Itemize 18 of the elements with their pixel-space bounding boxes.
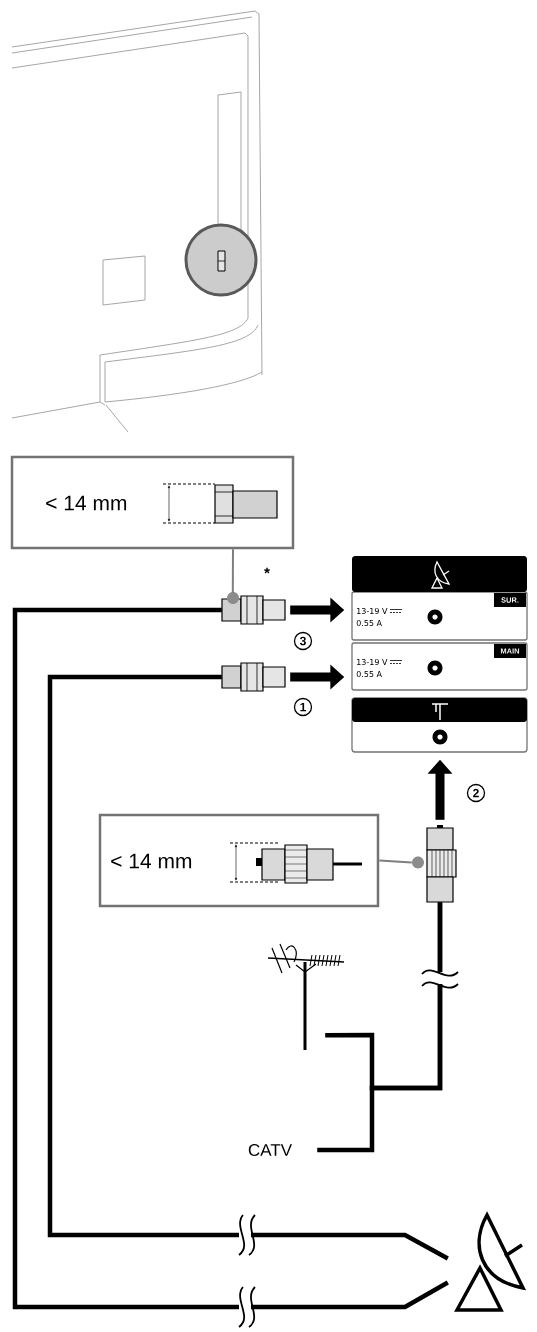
footnote-mark: * <box>264 567 270 574</box>
rating-text: 13-19 V <box>357 607 388 615</box>
cable <box>317 902 443 1153</box>
step-number: 2 <box>466 783 486 803</box>
aerial-antenna <box>267 943 345 1050</box>
cable <box>47 674 449 1261</box>
rating-text: 0.55 A <box>356 670 382 678</box>
inset-box: < 14 mm <box>10 455 295 550</box>
leader-line <box>231 548 234 594</box>
step-number: 1 <box>293 697 313 717</box>
cable <box>12 607 449 1310</box>
rating-text: 13-19 V <box>357 659 388 666</box>
connector-plug <box>412 825 457 903</box>
rating-text: 0.55 A <box>356 620 382 627</box>
step-number: 3 <box>293 631 313 651</box>
leader-line <box>378 859 413 864</box>
source-label: CATV <box>248 1144 292 1157</box>
connector-plug <box>221 662 286 692</box>
